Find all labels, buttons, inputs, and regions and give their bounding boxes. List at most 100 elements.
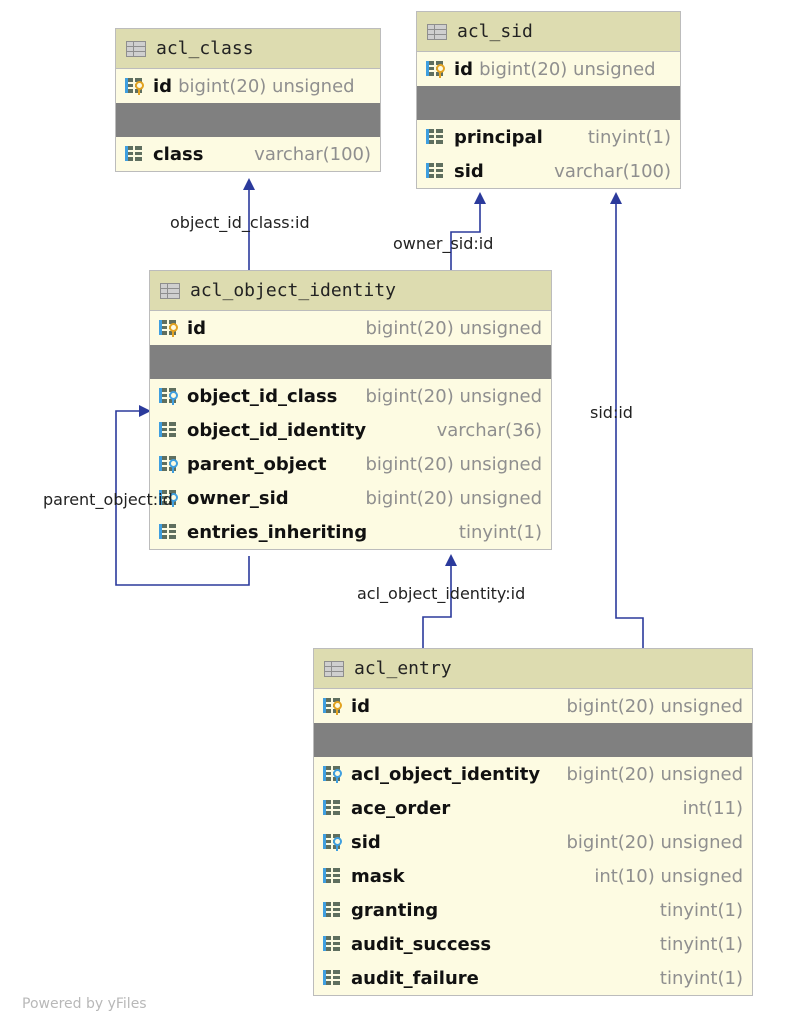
- column-row-class[interactable]: class varchar(100): [116, 137, 380, 171]
- table-header: acl_class: [116, 29, 380, 69]
- foreign-key-icon: [323, 832, 345, 852]
- edge-acl-object-identity: [422, 554, 457, 648]
- column-row-object-id-class[interactable]: object_id_class bigint(20) unsigned: [150, 379, 551, 413]
- column-name: granting: [351, 899, 439, 921]
- column-row-ace-order[interactable]: ace_order int(11): [314, 791, 752, 825]
- relation-label-sid: sid:id: [590, 403, 633, 422]
- column-icon: [323, 934, 345, 954]
- table-acl-object-identity[interactable]: acl_object_identity id bigint(20) unsign…: [149, 270, 552, 550]
- relation-label-owner-sid: owner_sid:id: [393, 234, 494, 253]
- column-name: id: [351, 695, 371, 717]
- table-acl-sid[interactable]: acl_sid id bigint(20) unsigned principal…: [416, 11, 681, 189]
- column-name: id: [187, 317, 207, 339]
- column-type: bigint(20) unsigned: [566, 695, 743, 717]
- column-type: bigint(20) unsigned: [479, 58, 656, 80]
- column-name: entries_inheriting: [187, 521, 368, 543]
- footer-watermark: Powered by yFiles: [22, 996, 147, 1012]
- column-row-granting[interactable]: granting tinyint(1): [314, 893, 752, 927]
- column-icon: [125, 144, 147, 164]
- table-icon: [427, 23, 447, 40]
- column-name: sid: [454, 160, 484, 182]
- column-name: object_id_identity: [187, 419, 367, 441]
- table-title: acl_class: [156, 38, 254, 59]
- column-row-id[interactable]: id bigint(20) unsigned: [417, 52, 680, 86]
- foreign-key-icon: [159, 454, 181, 474]
- column-type: tinyint(1): [659, 899, 743, 921]
- table-acl-entry[interactable]: acl_entry id bigint(20) unsigned acl_obj…: [313, 648, 753, 996]
- column-row-audit-failure[interactable]: audit_failure tinyint(1): [314, 961, 752, 995]
- column-row-parent-object[interactable]: parent_object bigint(20) unsigned: [150, 447, 551, 481]
- column-name: mask: [351, 865, 405, 887]
- column-row-owner-sid[interactable]: owner_sid bigint(20) unsigned: [150, 481, 551, 515]
- column-icon: [426, 127, 448, 147]
- separator: [150, 345, 551, 379]
- table-icon: [160, 282, 180, 299]
- column-type: tinyint(1): [458, 521, 542, 543]
- column-name: id: [454, 58, 474, 80]
- foreign-key-icon: [159, 488, 181, 508]
- column-row-entries-inheriting[interactable]: entries_inheriting tinyint(1): [150, 515, 551, 549]
- foreign-key-icon: [323, 764, 345, 784]
- column-name: audit_success: [351, 933, 492, 955]
- relation-label-acl-object-identity: acl_object_identity:id: [357, 584, 526, 603]
- column-type: bigint(20) unsigned: [566, 831, 743, 853]
- column-name: owner_sid: [187, 487, 289, 509]
- edge-parent-object: [115, 405, 250, 586]
- table-header: acl_entry: [314, 649, 752, 689]
- table-title: acl_object_identity: [190, 280, 396, 301]
- foreign-key-icon: [159, 386, 181, 406]
- column-icon: [159, 522, 181, 542]
- column-type: varchar(100): [554, 160, 671, 182]
- column-type: bigint(20) unsigned: [365, 317, 542, 339]
- table-header: acl_sid: [417, 12, 680, 52]
- column-row-id[interactable]: id bigint(20) unsigned: [150, 311, 551, 345]
- column-row-sid[interactable]: sid bigint(20) unsigned: [314, 825, 752, 859]
- column-type: bigint(20) unsigned: [566, 763, 743, 785]
- column-row-id[interactable]: id bigint(20) unsigned: [116, 69, 380, 103]
- column-type: bigint(20) unsigned: [365, 453, 542, 475]
- column-name: audit_failure: [351, 967, 479, 989]
- column-row-sid[interactable]: sid varchar(100): [417, 154, 680, 188]
- table-title: acl_entry: [354, 658, 452, 679]
- column-type: tinyint(1): [659, 933, 743, 955]
- column-row-object-id-identity[interactable]: object_id_identity varchar(36): [150, 413, 551, 447]
- column-type: tinyint(1): [659, 967, 743, 989]
- table-acl-class[interactable]: acl_class id bigint(20) unsigned class v…: [115, 28, 381, 172]
- separator: [314, 723, 752, 757]
- column-name: sid: [351, 831, 381, 853]
- column-name: principal: [454, 126, 543, 148]
- column-row-mask[interactable]: mask int(10) unsigned: [314, 859, 752, 893]
- column-name: id: [153, 75, 173, 97]
- column-type: bigint(20) unsigned: [178, 75, 355, 97]
- column-type: varchar(100): [254, 143, 371, 165]
- column-name: object_id_class: [187, 385, 338, 407]
- column-type: tinyint(1): [587, 126, 671, 148]
- column-icon: [426, 161, 448, 181]
- column-type: bigint(20) unsigned: [365, 385, 542, 407]
- relation-label-parent-object: parent_object:id: [43, 490, 173, 509]
- separator: [417, 86, 680, 120]
- table-icon: [324, 660, 344, 677]
- primary-key-icon: [125, 76, 147, 96]
- edge-sid: [610, 192, 644, 648]
- column-icon: [159, 420, 181, 440]
- column-name: class: [153, 143, 204, 165]
- column-row-id[interactable]: id bigint(20) unsigned: [314, 689, 752, 723]
- column-row-audit-success[interactable]: audit_success tinyint(1): [314, 927, 752, 961]
- primary-key-icon: [426, 59, 448, 79]
- column-icon: [323, 900, 345, 920]
- column-icon: [323, 866, 345, 886]
- column-icon: [323, 968, 345, 988]
- table-header: acl_object_identity: [150, 271, 551, 311]
- column-row-principal[interactable]: principal tinyint(1): [417, 120, 680, 154]
- primary-key-icon: [323, 696, 345, 716]
- column-type: int(10) unsigned: [594, 865, 743, 887]
- column-type: int(11): [682, 797, 743, 819]
- column-icon: [323, 798, 345, 818]
- primary-key-icon: [159, 318, 181, 338]
- column-name: parent_object: [187, 453, 327, 475]
- column-row-acl-object-identity[interactable]: acl_object_identity bigint(20) unsigned: [314, 757, 752, 791]
- separator: [116, 103, 380, 137]
- column-type: varchar(36): [436, 419, 542, 441]
